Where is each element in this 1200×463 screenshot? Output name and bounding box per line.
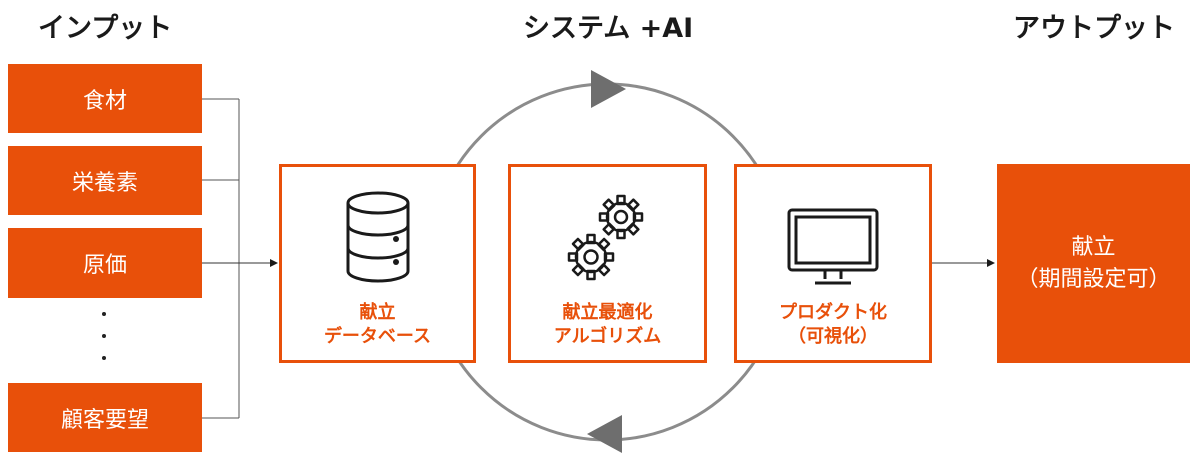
system-box-visualization: プロダクト化 （可視化） — [734, 164, 932, 363]
monitor-icon — [787, 208, 879, 285]
input-box-nutrients: 栄養素 — [8, 146, 202, 215]
output-line: （期間設定可） — [1016, 266, 1171, 292]
input-bracket — [202, 98, 240, 419]
system-box-label: 献立 データベース — [323, 302, 432, 347]
input-box-customer-requests: 顧客要望 — [8, 383, 202, 452]
system-box-algorithm: 献立最適化 アルゴリズム — [508, 164, 707, 363]
cycle-arrow-bottom — [587, 415, 622, 453]
cycle-arrow-top — [591, 70, 626, 108]
system-box-database: 献立 データベース — [279, 164, 476, 363]
output-box: 献立 （期間設定可） — [997, 164, 1190, 363]
ellipsis-dot — [102, 312, 106, 316]
system-header: システム +AI — [523, 13, 694, 44]
output-line: 献立 — [1071, 234, 1116, 260]
system-box-label: プロダクト化 （可視化） — [779, 302, 887, 347]
input-box-cost: 原価 — [8, 228, 202, 298]
ellipsis-dot — [102, 334, 106, 338]
system-box-label: 献立最適化 アルゴリズム — [553, 302, 662, 347]
gears-icon — [567, 194, 643, 281]
output-header: アウトプット — [1013, 13, 1175, 44]
input-header: インプット — [38, 13, 173, 44]
database-icon — [346, 191, 409, 283]
input-box-ingredients: 食材 — [8, 64, 202, 133]
ellipsis-dot — [102, 356, 106, 360]
